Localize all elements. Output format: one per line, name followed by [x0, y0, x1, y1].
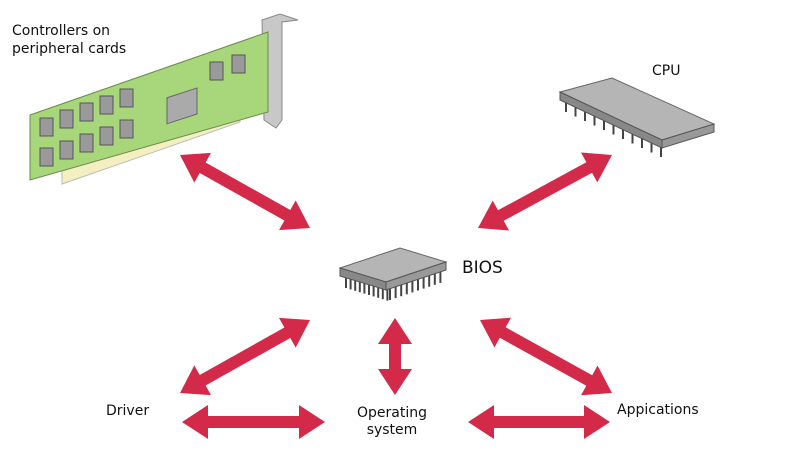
double-arrow-1: [180, 152, 310, 231]
double-arrow-5: [480, 317, 612, 396]
bios-chip-image: [338, 247, 448, 301]
card-memory-chip: [39, 117, 54, 137]
label-os-line2: system: [366, 422, 418, 438]
cpu-chip-image: [558, 77, 716, 157]
card-memory-chip: [209, 61, 224, 81]
card-memory-chip: [59, 109, 74, 129]
label-controllers-line2: peripheral cards: [12, 41, 127, 57]
card-memory-chip: [99, 95, 114, 115]
card-controller-chip: [166, 87, 198, 125]
card-memory-chip: [119, 88, 134, 108]
double-arrow-3: [180, 317, 310, 396]
card-memory-chip: [119, 119, 134, 139]
double-arrow-4: [378, 318, 412, 395]
peripheral-card-image: [29, 13, 299, 185]
label-driver: Driver: [106, 403, 150, 419]
label-controllers-line1: Controllers on: [12, 23, 111, 39]
card-memory-chip: [99, 126, 114, 146]
label-bios: BIOS: [462, 258, 503, 278]
card-memory-chip: [39, 147, 54, 167]
card-memory-chip: [59, 140, 74, 160]
label-os-line1: Operating: [357, 405, 427, 421]
card-bracket: [261, 13, 299, 129]
card-memory-chip: [79, 133, 94, 153]
label-applications: Appications: [617, 402, 699, 418]
double-arrow-7: [468, 405, 610, 439]
double-arrow-6: [182, 405, 325, 439]
label-cpu: CPU: [652, 63, 681, 79]
arrows: [180, 152, 612, 439]
double-arrow-2: [478, 152, 612, 231]
card-memory-chip: [231, 54, 246, 74]
card-chips: [39, 54, 246, 167]
card-memory-chip: [79, 102, 94, 122]
